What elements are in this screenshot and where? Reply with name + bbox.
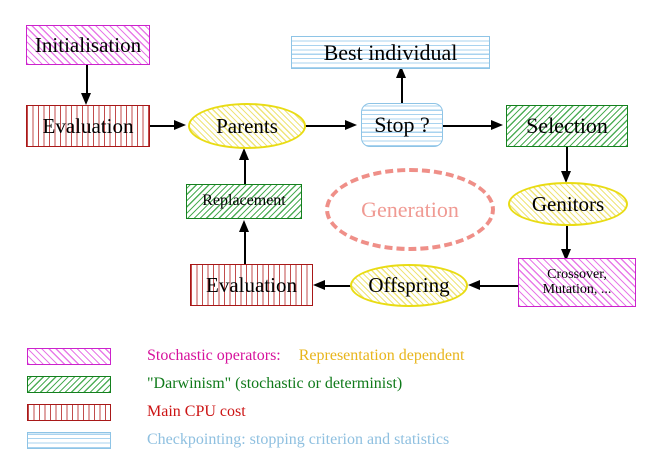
legend-swatch-magenta-diagonal-hatch-icon — [27, 347, 111, 365]
node-best-individual-label: Best individual — [323, 39, 458, 65]
legend-label-checkpointing: Checkpointing: stopping criterion and st… — [147, 431, 450, 448]
edge-evaluation-to-replacement-line — [244, 226, 246, 265]
legend-label-main-cpu-cost: Main CPU cost — [147, 403, 246, 420]
edge-replacement-to-parents-line — [244, 156, 246, 185]
node-replacement-label: Replacement — [202, 192, 286, 210]
node-evaluation-bottom-label: Evaluation — [206, 272, 297, 297]
legend-label-darwinism: "Darwinism" (stochastic or determinist) — [147, 375, 403, 392]
edge-evaluation-to-replacement-arrow — [239, 220, 249, 232]
node-crossover-mutation[interactable]: Crossover, Mutation, ... — [518, 258, 636, 307]
node-parents-label: Parents — [216, 113, 278, 138]
legend-swatch-blue-horizontal-hatch-icon — [27, 431, 111, 449]
legend-row-darwinism: "Darwinism" (stochastic or determinist) — [27, 375, 402, 393]
edge-parents-to-stop-line — [305, 125, 347, 127]
edge-offspring-to-evaluation-line — [323, 285, 353, 287]
edge-parents-to-stop-arrow — [345, 120, 357, 130]
node-offspring-label: Offspring — [368, 273, 450, 298]
edge-stop-to-best-individual-line — [401, 72, 403, 104]
node-best-individual[interactable]: Best individual — [291, 36, 490, 69]
edge-evaluation-to-parents-line — [150, 125, 178, 127]
node-generation-annotation: Generation — [325, 168, 495, 251]
edge-genitors-to-crossover-line — [566, 225, 568, 255]
node-initialisation-label: Initialisation — [34, 32, 142, 57]
legend-text-stochastic-operators: Stochastic operators: Representation dep… — [147, 347, 464, 365]
edge-stop-to-selection-line — [443, 125, 493, 127]
legend-swatch-green-diagonal-hatch-icon — [27, 375, 111, 393]
legend-swatch-red-vertical-hatch-icon — [27, 403, 111, 421]
node-parents[interactable]: Parents — [188, 103, 306, 149]
node-genitors-label: Genitors — [531, 191, 605, 216]
edge-selection-to-genitors-line — [566, 147, 568, 175]
node-generation-label: Generation — [361, 196, 459, 222]
legend-label-representation-dependent: Representation dependent — [298, 347, 465, 364]
node-offspring[interactable]: Offspring — [350, 264, 468, 307]
node-stop-label: Stop ? — [374, 112, 430, 138]
legend-row-main-cpu-cost: Main CPU cost — [27, 403, 246, 421]
edge-initialisation-to-evaluation-arrow — [81, 93, 91, 105]
node-genitors[interactable]: Genitors — [508, 182, 628, 226]
edge-selection-to-genitors-arrow — [561, 171, 571, 183]
legend-row-stochastic-operators: Stochastic operators: Representation dep… — [27, 347, 464, 365]
legend-row-checkpointing: Checkpointing: stopping criterion and st… — [27, 431, 449, 449]
node-crossover-mutation-label-line1: Crossover, — [547, 266, 607, 282]
node-evaluation-top[interactable]: Evaluation — [26, 105, 150, 147]
node-selection[interactable]: Selection — [506, 105, 628, 147]
node-evaluation-bottom[interactable]: Evaluation — [190, 264, 313, 306]
node-stop[interactable]: Stop ? — [361, 103, 443, 147]
node-crossover-mutation-label-line2: Mutation, ... — [542, 281, 612, 297]
node-selection-label: Selection — [526, 113, 608, 139]
edge-stop-to-best-individual-arrow — [396, 66, 406, 78]
legend-label-stochastic-operators: Stochastic operators: — [147, 347, 281, 364]
edge-stop-to-selection-arrow — [491, 120, 503, 130]
edge-crossover-to-offspring-line — [478, 285, 520, 287]
node-replacement[interactable]: Replacement — [186, 184, 302, 219]
edge-evaluation-to-parents-arrow — [174, 120, 186, 130]
node-initialisation[interactable]: Initialisation — [26, 25, 150, 65]
edge-initialisation-to-evaluation-line — [86, 65, 88, 95]
edge-genitors-to-crossover-arrow — [561, 249, 571, 261]
edge-offspring-to-evaluation-arrow — [313, 280, 325, 290]
node-evaluation-top-label: Evaluation — [42, 113, 134, 138]
edge-replacement-to-parents-arrow — [239, 148, 249, 160]
edge-crossover-to-offspring-arrow — [468, 280, 480, 290]
